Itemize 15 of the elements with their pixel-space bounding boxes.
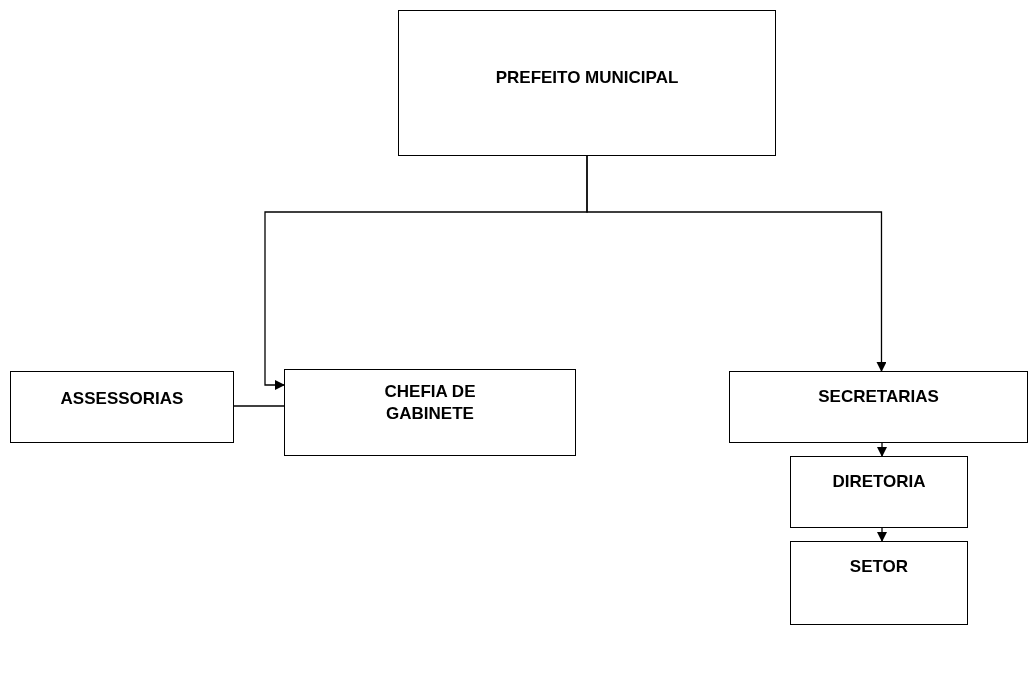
org-box [790,541,968,625]
org-box [284,369,576,456]
box-title: SETOR [849,556,909,578]
org-box [790,456,968,528]
box-title: DIRETORIA [832,471,926,493]
box-title: PREFEITO MUNICIPAL [495,67,679,89]
connector-arrow [877,527,887,542]
connector-arrow [877,442,887,457]
org-box [729,371,1028,443]
org-box [398,10,776,156]
org-box [10,371,234,443]
box-title: SECRETARIAS [818,386,939,408]
box-title: CHEFIA DE GABINETE [383,381,477,425]
box-title: ASSESSORIAS [60,388,184,410]
connector-arrow [586,155,887,372]
